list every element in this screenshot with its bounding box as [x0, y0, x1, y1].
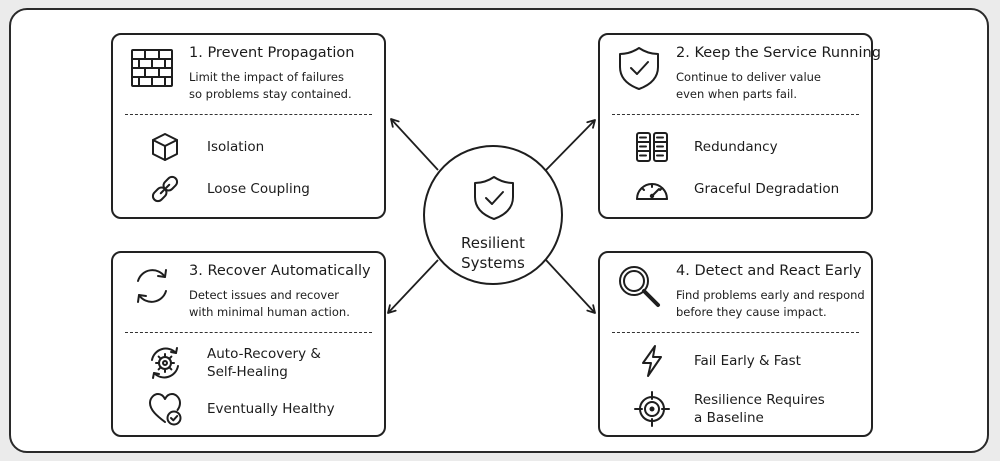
gear-cycle-icon [151, 347, 179, 379]
dashed-divider [612, 332, 859, 333]
dashed-divider [125, 332, 372, 333]
arrow-to-card-3 [387, 259, 439, 314]
card-prevent-propagation: 1. Prevent Propagation Limit the impact … [111, 33, 386, 219]
card-description-line2: with minimal human action. [189, 305, 350, 319]
card-description: Find problems early and respond before t… [676, 287, 865, 321]
magnifier-icon [619, 266, 660, 307]
item-label: Isolation [207, 139, 265, 155]
card-description-line1: Continue to deliver value [676, 70, 822, 84]
gauge-icon [636, 183, 668, 200]
card-title: 4. Detect and React Early [676, 263, 862, 279]
item-label-line2: a Baseline [694, 410, 764, 426]
arrow-to-card-2 [545, 119, 596, 171]
item-label: Loose Coupling [207, 181, 310, 197]
hub-label: Resilient Systems [425, 233, 561, 273]
card-description-line2: so problems stay contained. [189, 87, 352, 101]
card-title: 3. Recover Automatically [189, 263, 371, 279]
item-label: Redundancy [694, 139, 778, 155]
dashed-divider [125, 114, 372, 115]
target-icon [634, 391, 670, 427]
card-description: Limit the impact of failures so problems… [189, 69, 352, 103]
card-description: Continue to deliver value even when part… [676, 69, 821, 103]
item-fail-early-fast: Fail Early & Fast [600, 343, 871, 379]
card-recover-automatically: 3. Recover Automatically Detect issues a… [111, 251, 386, 437]
card-description-line1: Detect issues and recover [189, 288, 339, 302]
link-icon [151, 175, 179, 203]
card-description-line1: Limit the impact of failures [189, 70, 344, 84]
shield-check-icon [474, 176, 514, 220]
item-label-line1: Auto-Recovery & [207, 346, 321, 362]
dashed-divider [612, 114, 859, 115]
item-redundancy: Redundancy [600, 129, 871, 165]
item-label-line1: Resilience Requires [694, 392, 825, 408]
hub-label-line2: Systems [461, 254, 525, 272]
cube-icon [152, 133, 178, 161]
lightning-icon [642, 345, 662, 377]
item-auto-recovery: Auto-Recovery & Self-Healing [113, 345, 384, 381]
hub-label-line1: Resilient [461, 234, 525, 252]
item-isolation: Isolation [113, 129, 384, 165]
card-description: Detect issues and recover with minimal h… [189, 287, 350, 321]
brick-wall-icon [131, 49, 173, 87]
arrow-to-card-1 [390, 118, 439, 171]
item-label: Resilience Requires a Baseline [694, 391, 825, 427]
item-label: Eventually Healthy [207, 401, 335, 417]
item-label: Fail Early & Fast [694, 353, 801, 369]
arrow-to-card-4 [545, 259, 596, 314]
item-graceful-degradation: Graceful Degradation [600, 171, 871, 207]
item-label-line2: Self-Healing [207, 364, 288, 380]
item-label: Auto-Recovery & Self-Healing [207, 345, 321, 381]
card-title: 1. Prevent Propagation [189, 45, 355, 61]
card-description-line2: before they cause impact. [676, 305, 827, 319]
heart-check-icon [149, 393, 182, 426]
card-detect-react-early: 4. Detect and React Early Find problems … [598, 251, 873, 437]
shield-check-icon [619, 47, 659, 90]
server-racks-icon [636, 132, 668, 162]
card-description-line1: Find problems early and respond [676, 288, 865, 302]
item-loose-coupling: Loose Coupling [113, 171, 384, 207]
card-description-line2: even when parts fail. [676, 87, 797, 101]
item-eventually-healthy: Eventually Healthy [113, 391, 384, 427]
item-label: Graceful Degradation [694, 181, 840, 197]
card-title: 2. Keep the Service Running [676, 45, 881, 61]
refresh-icon [137, 269, 167, 303]
hub-circle: Resilient Systems [423, 145, 563, 285]
item-resilience-baseline: Resilience Requires a Baseline [600, 391, 871, 427]
card-keep-service-running: 2. Keep the Service Running Continue to … [598, 33, 881, 219]
